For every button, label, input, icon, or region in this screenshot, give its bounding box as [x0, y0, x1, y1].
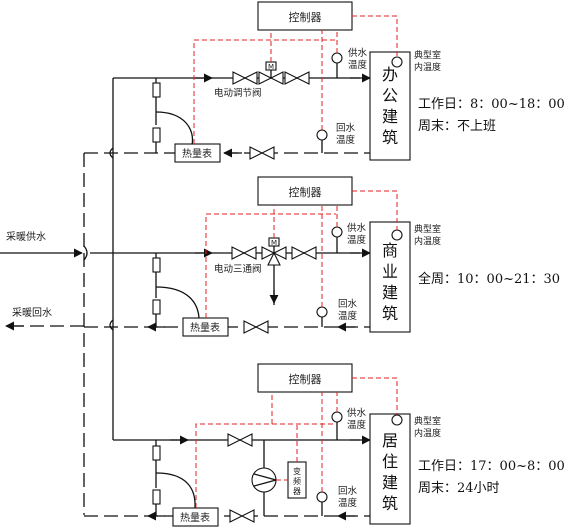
residential-building-char-3: 建	[382, 473, 398, 492]
office-indoor-temp-label-1: 典型室	[414, 49, 441, 61]
commercial-supply-temp-label-1: 供水	[347, 222, 367, 234]
commercial-controller[interactable]	[257, 176, 353, 206]
commercial-building-char-3: 建	[382, 283, 398, 302]
office-supply-temp-label-2: 温度	[348, 59, 368, 71]
residential-indoor-temp-sensor	[391, 414, 403, 426]
residential-return-sensor	[152, 489, 161, 505]
residential-return-temp-label-1: 回水	[338, 485, 358, 497]
office-valve-label: 电动调节阀	[214, 87, 262, 99]
supply-label: 采暖供水	[6, 230, 46, 243]
office-building-char-2: 公	[382, 86, 398, 105]
commercial-unit: 控制器 M 电动三通阀 供水 温度 商 业 建 筑	[84, 176, 560, 337]
residential-supply-temp-label-1: 供水	[347, 407, 367, 419]
office-return-sensor	[152, 127, 161, 143]
residential-supply-temp-sensor	[331, 411, 343, 423]
residential-schedule-line-1: 工作日：17：00~8：00	[418, 459, 565, 474]
commercial-return-sensor	[152, 299, 161, 315]
commercial-return-valve[interactable]	[243, 320, 269, 334]
residential-building-char-1: 居	[382, 431, 398, 450]
commercial-building-char-4: 筑	[382, 304, 398, 323]
residential-vfd-label-3: 器	[293, 487, 301, 496]
residential-building-char-2: 住	[382, 452, 398, 471]
commercial-valve-label: 电动三通阀	[214, 263, 262, 275]
residential-controller-label: 控制器	[289, 372, 322, 386]
commercial-schedule-line-1: 全周：10：00~21：30	[418, 271, 560, 287]
commercial-indoor-temp-label-1: 典型室	[414, 223, 441, 235]
commercial-building	[369, 221, 411, 333]
residential-unit: 控制器 变 频 器 供水 温度 居 住 建 筑 典型室 内温度	[84, 363, 565, 527]
office-return-temp-label-2: 温度	[336, 134, 356, 146]
return-riser-crossover	[83, 245, 88, 261]
commercial-return-temp-sensor	[316, 306, 328, 318]
commercial-return-temp-label-1: 回水	[338, 298, 358, 310]
residential-building-char-4: 筑	[382, 494, 398, 513]
office-supply-temp-label-1: 供水	[348, 47, 368, 59]
residential-controller[interactable]	[257, 363, 353, 393]
office-indoor-temp-sensor	[391, 56, 403, 68]
commercial-valve-2[interactable]	[291, 246, 317, 260]
commercial-flow-sensor	[152, 257, 161, 273]
residential-pump[interactable]	[251, 467, 277, 493]
office-supply-temp-sensor	[331, 52, 343, 64]
commercial-signal-indoor	[352, 190, 398, 230]
office-building-char-1: 办	[382, 65, 398, 84]
commercial-heat-meter-label: 热量表	[190, 321, 220, 334]
residential-schedule-line-2: 周末：24小时	[418, 481, 500, 496]
office-valve-1[interactable]	[232, 71, 258, 85]
office-building	[369, 51, 411, 161]
office-building-char-3: 建	[382, 107, 398, 126]
office-flow-sensor	[152, 82, 161, 98]
office-schedule-line-1: 工作日：8：00~18：00	[418, 97, 565, 112]
commercial-supply-temp-label-2: 温度	[347, 234, 367, 246]
residential-flow-sensor	[152, 445, 161, 461]
office-unit: 控制器 M 电动调节阀 供水 温度 办 公 建 筑	[84, 1, 565, 163]
commercial-supply-temp-sensor	[331, 226, 343, 238]
commercial-return-temp-label-2: 温度	[338, 310, 358, 322]
office-valve-2[interactable]	[284, 71, 310, 85]
commercial-three-way-valve[interactable]: M	[261, 237, 287, 266]
office-control-valve[interactable]: M	[258, 61, 284, 85]
residential-indoor-temp-label-1: 典型室	[414, 415, 441, 427]
office-return-temp-label-1: 回水	[336, 122, 356, 134]
svg-text:M: M	[268, 63, 274, 71]
office-heat-meter[interactable]	[174, 143, 221, 163]
residential-return-valve[interactable]	[229, 509, 255, 523]
office-signal-meter	[193, 39, 336, 144]
office-building-char-4: 筑	[382, 128, 398, 147]
commercial-building-char-2: 业	[382, 262, 398, 281]
office-schedule-line-2: 周末：不上班	[418, 119, 496, 134]
return-label: 采暖回水	[12, 306, 52, 319]
residential-indoor-temp-label-2: 内温度	[414, 427, 441, 439]
residential-signal-indoor	[352, 377, 398, 415]
office-heat-meter-label: 热量表	[182, 147, 212, 160]
office-return-valve[interactable]	[249, 146, 275, 160]
commercial-signal-meter	[205, 213, 336, 318]
residential-building	[369, 413, 411, 525]
residential-valve-1[interactable]	[227, 433, 253, 447]
residential-return-temp-label-2: 温度	[338, 497, 358, 509]
office-indoor-temp-label-2: 内温度	[414, 61, 441, 73]
commercial-indoor-temp-label-2: 内温度	[414, 235, 441, 247]
residential-return-temp-sensor	[316, 491, 328, 503]
residential-signal-meter	[195, 423, 336, 508]
residential-vfd-label-2: 频	[293, 476, 301, 486]
commercial-building-char-1: 商	[382, 241, 398, 260]
commercial-valve-1[interactable]	[231, 246, 257, 260]
residential-vfd-label-1: 变	[293, 466, 301, 476]
commercial-controller-label: 控制器	[289, 185, 322, 199]
office-signal-indoor	[352, 15, 398, 57]
residential-supply-temp-label-2: 温度	[347, 419, 367, 431]
supply-riser-crossover-2	[109, 319, 114, 331]
commercial-indoor-temp-sensor	[391, 229, 403, 241]
residential-heat-meter-label: 热量表	[180, 511, 210, 524]
office-return-temp-sensor	[316, 129, 328, 141]
svg-text:M: M	[271, 239, 277, 247]
office-controller-label: 控制器	[289, 10, 322, 24]
